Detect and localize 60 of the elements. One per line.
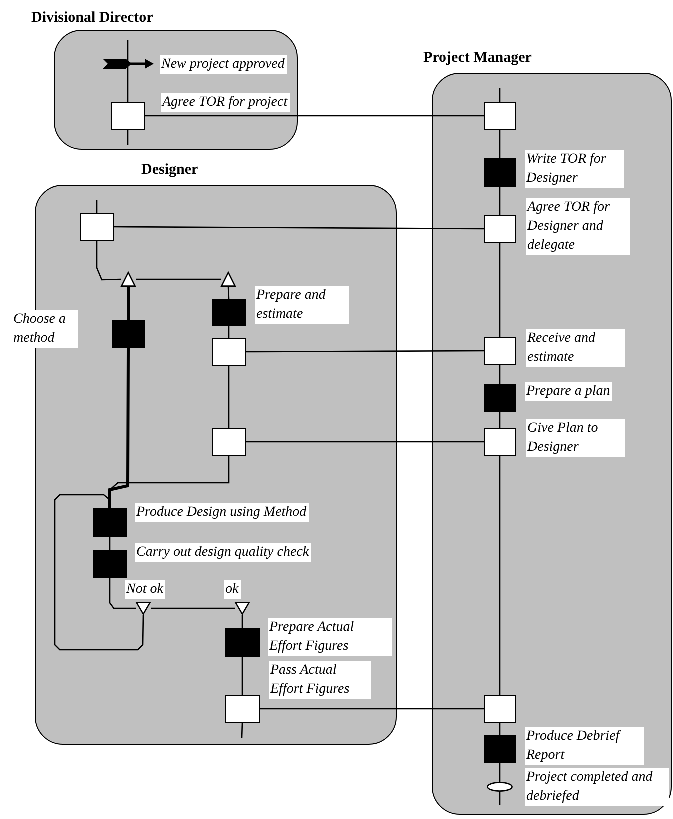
activity-label: Prepare and estimate — [254, 286, 348, 324]
connector-line — [499, 412, 501, 428]
connector-line — [127, 71, 129, 102]
connector-line — [145, 115, 484, 117]
connector-line — [109, 578, 136, 610]
activity-label: Carry out design quality check — [134, 542, 312, 562]
activity-label: Prepare Actual Effort Figures — [268, 618, 392, 656]
connector-line — [499, 792, 501, 805]
interaction-box — [484, 694, 516, 722]
activity-label: Agree TOR for project — [160, 92, 290, 112]
connector-line — [499, 88, 501, 102]
connector-line — [96, 241, 122, 281]
split-triangle — [120, 272, 136, 286]
connector-line — [228, 286, 230, 300]
interaction-box — [212, 338, 246, 366]
connector-line — [241, 722, 244, 738]
connector-line — [108, 348, 130, 508]
interaction-box — [80, 212, 114, 240]
connector-line — [499, 723, 501, 735]
connector-line — [499, 763, 501, 782]
activity-label: Write TOR for Designer — [524, 150, 624, 188]
split-triangle — [220, 272, 236, 286]
connector-line — [127, 40, 129, 57]
connector-line — [114, 226, 484, 230]
connector-line — [242, 615, 244, 628]
connector-line — [151, 608, 235, 610]
outcome-label: ok — [224, 580, 241, 598]
activity-label: Prepare a plan — [524, 382, 612, 400]
connector-line — [499, 365, 501, 384]
connector-line — [109, 537, 111, 550]
interaction-box — [484, 102, 516, 130]
interaction-box — [212, 428, 246, 456]
connector-line — [228, 326, 230, 338]
activity-label: Pass Actual Effort Figures — [268, 660, 370, 698]
connector-line — [246, 441, 484, 443]
activity-label: Project completed and debriefed — [524, 768, 668, 806]
connector-line — [228, 366, 230, 428]
connector-line — [260, 708, 484, 710]
connector-line — [136, 278, 221, 280]
connector-line — [499, 243, 501, 337]
connector-line — [499, 130, 501, 158]
activity-label: Produce Design using Method — [134, 502, 309, 522]
activity-label: Agree TOR for Designer and delegate — [526, 198, 630, 254]
connector-line — [96, 200, 98, 213]
activity-label: Give Plan to Designer — [526, 418, 624, 456]
connector-line — [246, 350, 484, 353]
activity-label: Receive and estimate — [526, 328, 624, 366]
connector-line — [242, 657, 244, 695]
role-title: Designer — [142, 162, 198, 178]
role-title: Project Manager — [424, 50, 532, 66]
activity-label: New project approved — [160, 54, 287, 74]
connector-line — [54, 494, 144, 651]
activity-label: Choose a method — [12, 310, 78, 348]
connector-line — [499, 456, 501, 695]
connector-line — [127, 287, 130, 320]
connector-line — [499, 187, 501, 215]
outcome-label: Not ok — [124, 580, 166, 598]
role-title: Divisional Director — [32, 10, 154, 26]
connector-line — [127, 130, 129, 145]
activity-label: Produce Debrief Report — [524, 726, 644, 764]
